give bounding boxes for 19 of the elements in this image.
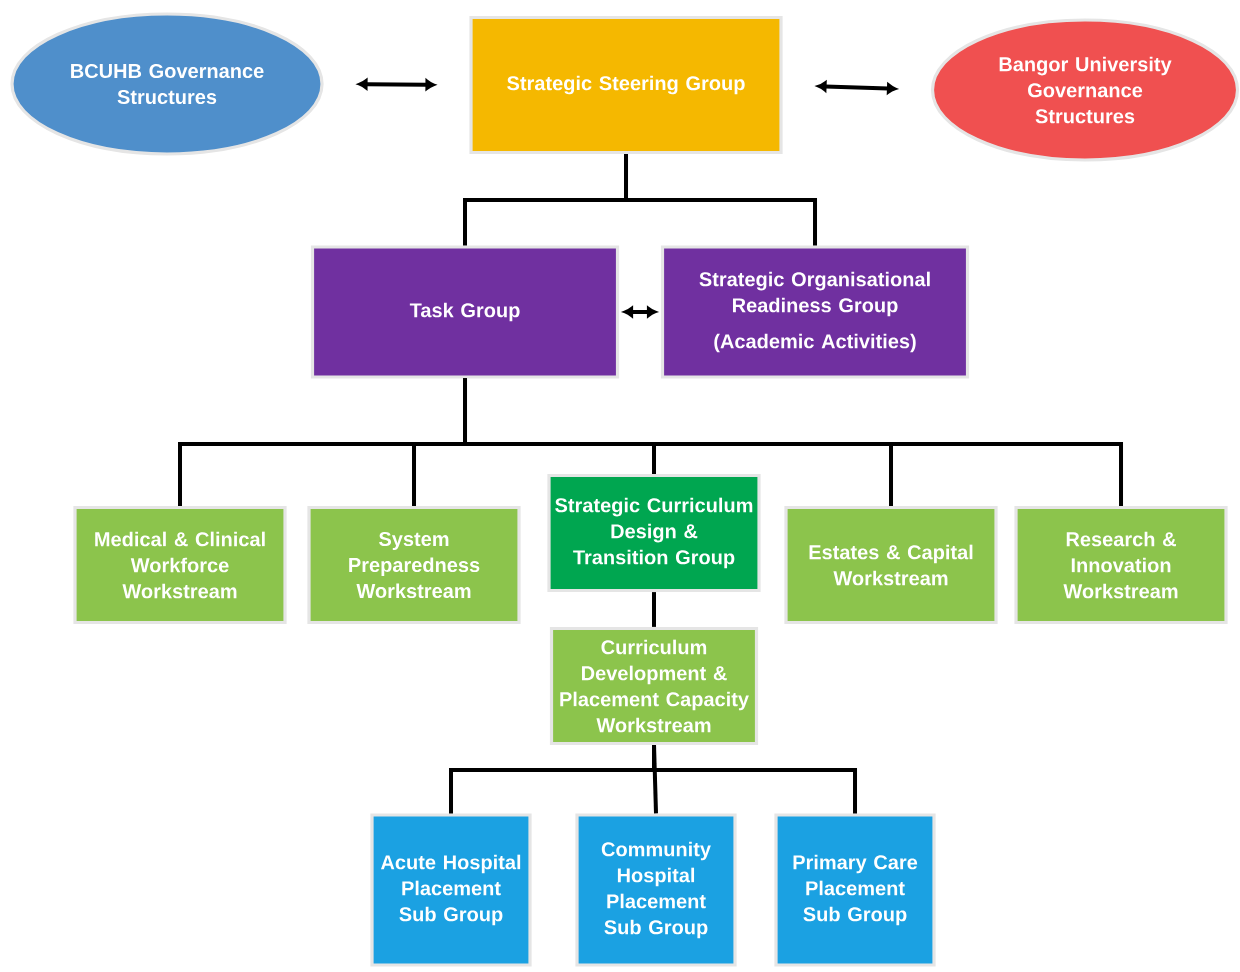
workstream-box: Curriculum Development & Placement Capacity Workstream (549, 626, 759, 746)
group-box: Strategic Organisational Readiness Group (Academic Activities) (660, 245, 970, 379)
arrow (357, 78, 436, 91)
connector-line (652, 745, 857, 814)
group-box: Task Group (310, 245, 620, 379)
arrow (623, 306, 657, 318)
connector-line (652, 592, 656, 627)
sub-group-box: Community Hospital Placement Sub Group (575, 813, 737, 967)
sub-group-box: Primary Care Placement Sub Group (774, 813, 936, 967)
steering-group-box: Strategic Steering Group (469, 15, 783, 155)
workstream-box: System Preparedness Workstream (307, 505, 521, 625)
workstream-box: Estates & Capital Workstream (784, 505, 998, 625)
connector-line (624, 154, 817, 246)
arrow (816, 80, 897, 95)
connector-line (463, 378, 1123, 506)
sub-group-box: Acute Hospital Placement Sub Group (370, 813, 532, 967)
workstream-box: Medical & Clinical Workforce Workstream (73, 505, 287, 625)
group-box: Strategic Curriculum Design & Transition Group (547, 473, 761, 593)
workstream-box: Research & Innovation Workstream (1014, 505, 1228, 625)
